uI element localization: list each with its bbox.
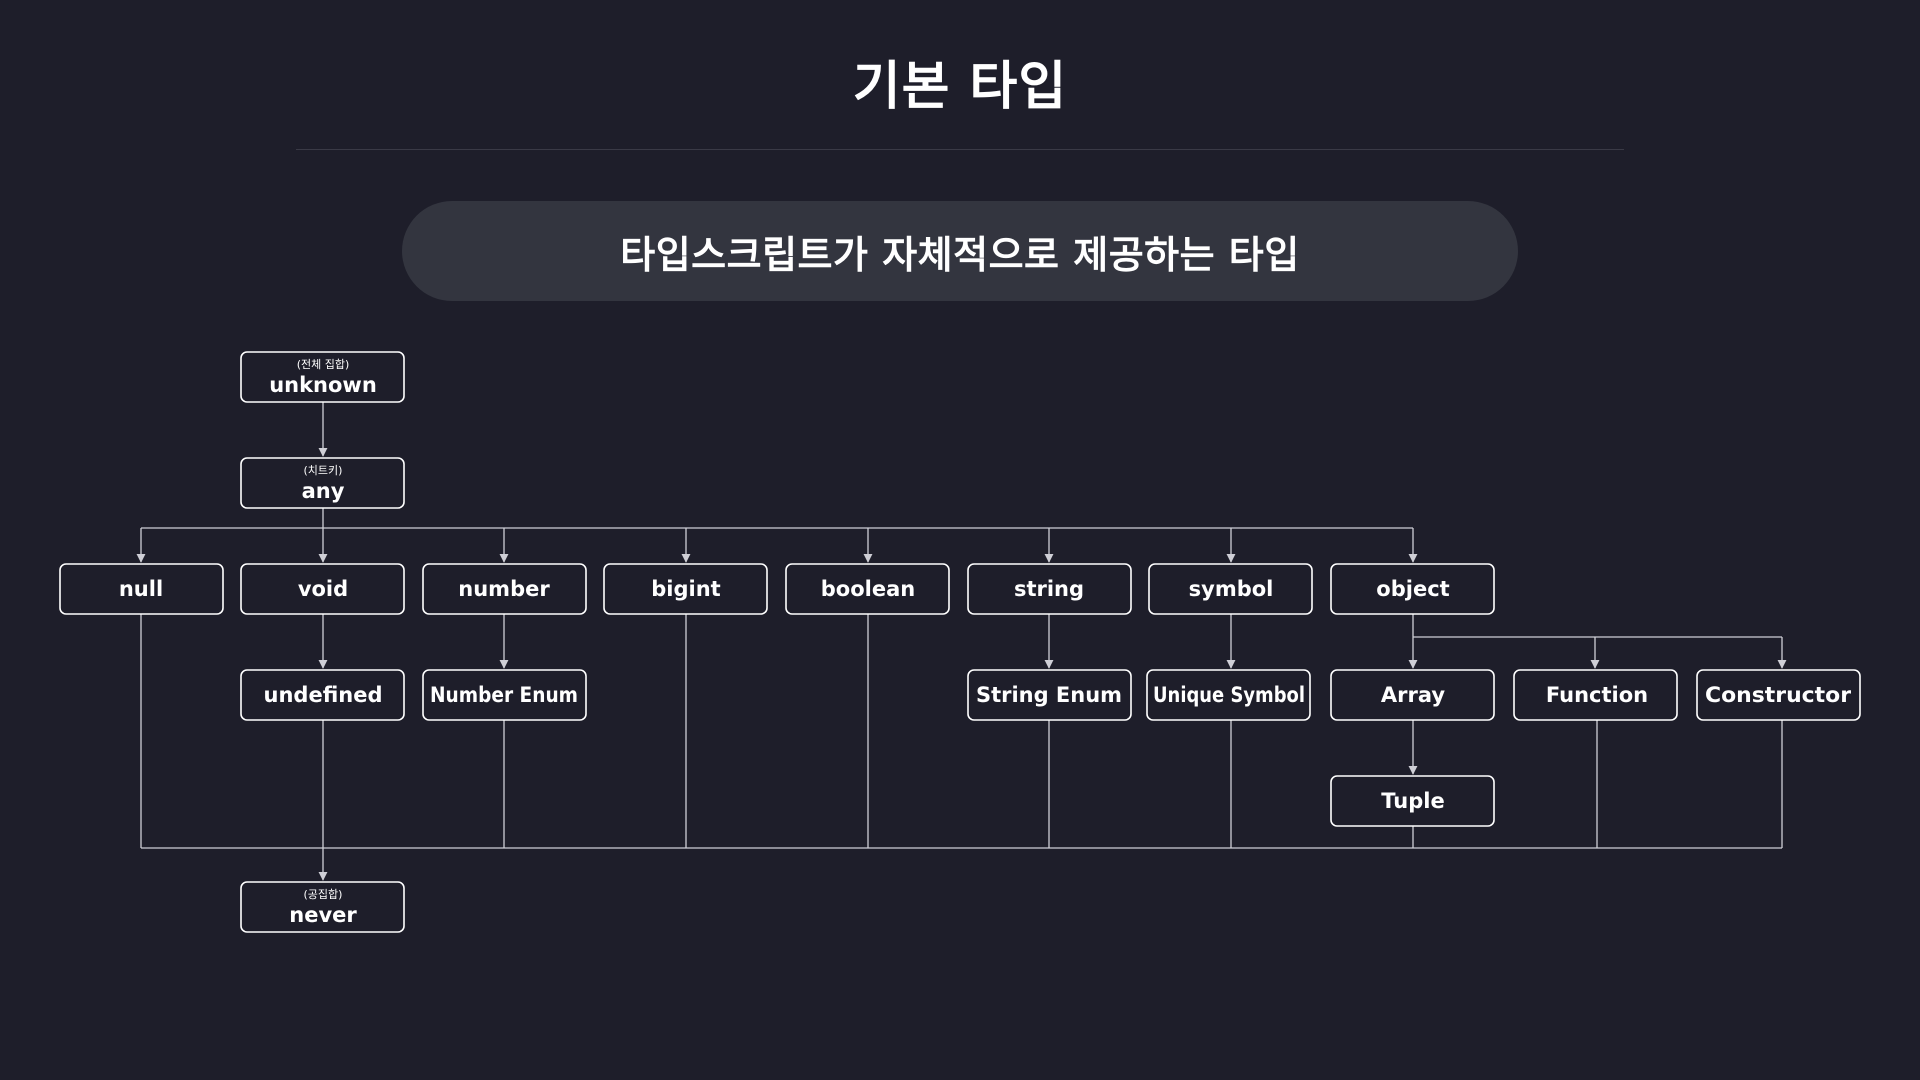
- node-number-enum-box: [422, 669, 587, 721]
- node-never-label: never: [289, 903, 357, 927]
- subtitle-text: 타입스크립트가 자체적으로 제공하는 타입: [620, 232, 1300, 277]
- node-never-box: [240, 881, 405, 933]
- node-object: object: [1330, 563, 1495, 615]
- node-null-box: [59, 563, 224, 615]
- node-undefined: undefined: [240, 669, 405, 721]
- node-tuple-label: Tuple: [1381, 789, 1444, 813]
- node-symbol-label: symbol: [1189, 577, 1274, 601]
- node-string: string: [967, 563, 1132, 615]
- node-unique-symbol-box: [1146, 669, 1311, 721]
- node-void-box: [240, 563, 405, 615]
- node-string-label: string: [1014, 577, 1084, 601]
- node-function: Function: [1513, 669, 1678, 721]
- node-object-box: [1330, 563, 1495, 615]
- node-void-label: void: [298, 577, 348, 601]
- node-symbol-box: [1148, 563, 1313, 615]
- node-number-enum: Number Enum: [422, 669, 587, 721]
- node-number-box: [422, 563, 587, 615]
- node-null-label: null: [119, 577, 163, 601]
- node-constructor: Constructor: [1696, 669, 1861, 721]
- node-void: void: [240, 563, 405, 615]
- node-string-box: [967, 563, 1132, 615]
- node-boolean: boolean: [785, 563, 950, 615]
- node-undefined-label: undefined: [264, 683, 383, 707]
- page-title: 기본 타입: [852, 57, 1068, 117]
- node-number-enum-label: Number Enum: [430, 683, 578, 707]
- node-string-enum-label: String Enum: [976, 683, 1122, 707]
- node-bigint: bigint: [603, 563, 768, 615]
- title-divider: [296, 149, 1624, 150]
- node-array-label: Array: [1381, 683, 1445, 707]
- node-constructor-box: [1696, 669, 1861, 721]
- node-never-note: (공집합): [304, 888, 343, 901]
- node-object-label: object: [1376, 577, 1449, 601]
- node-array-box: [1330, 669, 1495, 721]
- node-bigint-label: bigint: [651, 577, 720, 601]
- nodes: (전체 집합) unknown (치트키) any null void numb…: [59, 351, 1861, 933]
- node-undefined-box: [240, 669, 405, 721]
- node-unknown-label: unknown: [269, 373, 377, 397]
- node-string-enum: String Enum: [967, 669, 1132, 721]
- node-any-note: (치트키): [304, 464, 343, 477]
- connectors: [136, 402, 1787, 881]
- node-unique-symbol: Unique Symbol: [1146, 669, 1311, 721]
- node-function-box: [1513, 669, 1678, 721]
- node-never: (공집합) never: [240, 881, 405, 933]
- node-tuple: Tuple: [1330, 775, 1495, 827]
- node-string-enum-box: [967, 669, 1132, 721]
- node-boolean-box: [785, 563, 950, 615]
- node-boolean-label: boolean: [821, 577, 915, 601]
- node-unknown-box: [240, 351, 405, 403]
- node-function-label: Function: [1546, 683, 1648, 707]
- node-null: null: [59, 563, 224, 615]
- node-any-box: [240, 457, 405, 509]
- node-array: Array: [1330, 669, 1495, 721]
- node-any: (치트키) any: [240, 457, 405, 509]
- node-number-label: number: [458, 577, 550, 601]
- node-any-label: any: [302, 479, 345, 503]
- subtitle-banner: 타입스크립트가 자체적으로 제공하는 타입: [402, 201, 1518, 301]
- node-number: number: [422, 563, 587, 615]
- node-symbol: symbol: [1148, 563, 1313, 615]
- node-unknown: (전체 집합) unknown: [240, 351, 405, 403]
- node-unique-symbol-label: Unique Symbol: [1153, 683, 1305, 707]
- node-unknown-note: (전체 집합): [297, 358, 350, 371]
- node-constructor-label: Constructor: [1705, 683, 1852, 707]
- node-bigint-box: [603, 563, 768, 615]
- node-tuple-box: [1330, 775, 1495, 827]
